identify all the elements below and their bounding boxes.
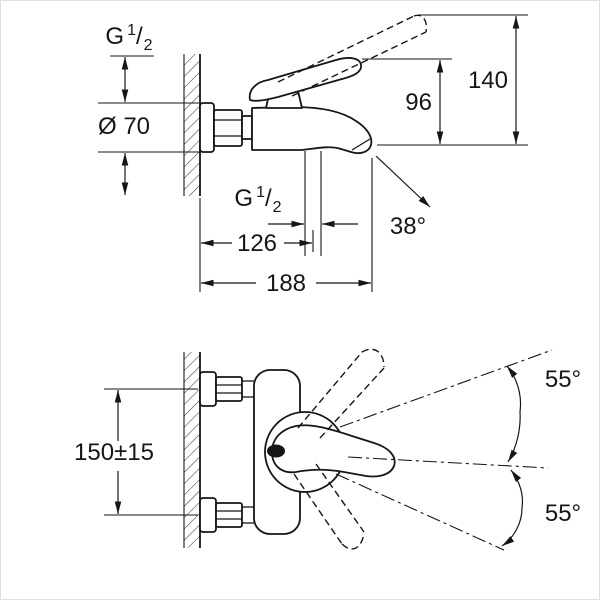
swing-arc-down [501,507,523,547]
union-neck [241,115,253,140]
swing-angle-annotations [335,349,553,551]
swung-handle-edge [319,367,385,439]
wall-section-plan [183,352,201,548]
angle-label-55-down: 55° [545,500,581,527]
plan-view: 150±15 55° 55° [74,348,581,551]
escutcheon-upper [199,371,217,407]
swung-handle-tip [341,532,365,550]
dim-label-126: 126 [237,230,277,257]
handle-swing-dashed-up [297,348,385,439]
down-swing-axis-line [335,473,505,551]
lever-handle-side [248,57,362,102]
dim-label-diameter: Ø 70 [98,113,150,140]
swing-arc-down [510,469,524,509]
wall-section-side [183,54,201,196]
dim-label-150: 150±15 [74,439,154,466]
faucet-side-profile [199,57,373,256]
logo-dot [267,444,285,458]
union-nut-upper [215,376,243,402]
angle-label-55-up: 55° [545,366,581,393]
handle-swing-dashed-down [293,463,365,550]
aerator-face-line [351,138,371,151]
swung-handle-tip [361,348,385,368]
dimensions-plan [104,388,198,516]
swung-handle-edge [293,473,343,545]
raised-handle-tip [413,14,428,33]
swing-arc-up [506,365,522,413]
raised-handle-bottom-edge [291,31,427,97]
dim-label-96: 96 [405,89,432,116]
union-nut-side [213,109,243,147]
faucet-plan-profile [199,369,396,535]
swing-arc-up [507,411,521,463]
escutcheon-lower [199,497,217,533]
angle-leader-line [375,155,431,208]
lever-handle-plan [271,424,396,478]
raised-handle-dashed [277,14,428,97]
escutcheon-side [199,102,215,153]
rest-axis-line [347,456,549,469]
dim-label-188: 188 [266,270,306,297]
raised-handle-top-edge [277,15,415,83]
swung-handle-edge [315,463,365,533]
angle-label-38: 38° [390,213,426,240]
wall-hatch [184,54,200,196]
swung-handle-edge [297,351,363,429]
dimensions-side [98,14,528,292]
wall-hatch [184,352,200,548]
dim-label-140: 140 [468,67,508,94]
up-swing-axis-line [339,349,553,428]
labels-plan: 150±15 55° 55° [74,366,581,527]
union-nut-lower [215,502,243,528]
mixer-body-and-spout [251,106,373,155]
